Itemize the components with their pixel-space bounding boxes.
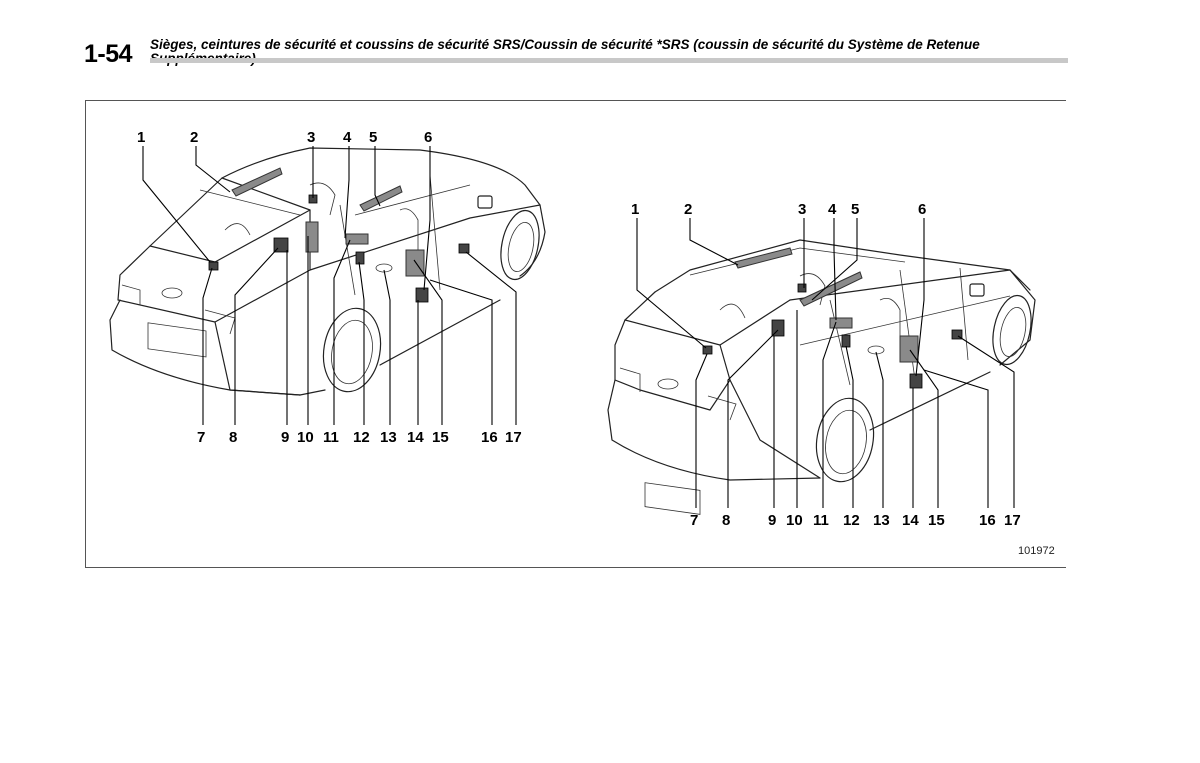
callout-3: 3 (798, 201, 806, 218)
header-rule (150, 58, 1068, 63)
callout-17: 17 (1004, 512, 1021, 529)
callout-17: 17 (505, 429, 522, 446)
callout-10: 10 (297, 429, 314, 446)
callout-6: 6 (918, 201, 926, 218)
wagon-illustration: 1 2 3 4 5 6 7 8 9 10 11 12 13 14 15 16 1… (607, 201, 1036, 529)
callout-6: 6 (424, 129, 432, 146)
callout-9: 9 (768, 512, 776, 529)
callout-5: 5 (369, 129, 377, 146)
callout-9: 9 (281, 429, 289, 446)
callout-11: 11 (813, 512, 829, 529)
callout-13: 13 (873, 512, 890, 529)
callout-14: 14 (902, 512, 919, 529)
callout-4: 4 (343, 129, 352, 146)
callout-7: 7 (197, 429, 205, 446)
callout-3: 3 (307, 129, 315, 146)
callout-2: 2 (684, 201, 692, 218)
callout-10: 10 (786, 512, 803, 529)
callout-2: 2 (190, 129, 198, 146)
callout-12: 12 (843, 512, 860, 529)
figure-id: 101972 (1018, 545, 1055, 557)
page-number: 1-54 (84, 40, 133, 68)
callout-16: 16 (979, 512, 996, 529)
sedan-illustration: 1 2 3 4 5 6 7 8 9 10 11 12 13 14 15 16 1… (109, 129, 546, 446)
figure-frame (85, 100, 1066, 568)
callout-4: 4 (828, 201, 837, 218)
callout-14: 14 (407, 429, 424, 446)
callout-11: 11 (323, 429, 339, 446)
callout-5: 5 (851, 201, 859, 218)
callout-1: 1 (137, 129, 145, 146)
callout-1: 1 (631, 201, 639, 218)
callout-12: 12 (353, 429, 370, 446)
callout-7: 7 (690, 512, 698, 529)
callout-16: 16 (481, 429, 498, 446)
callout-8: 8 (229, 429, 237, 446)
callout-15: 15 (928, 512, 945, 529)
callout-15: 15 (432, 429, 449, 446)
callout-8: 8 (722, 512, 730, 529)
callout-13: 13 (380, 429, 397, 446)
